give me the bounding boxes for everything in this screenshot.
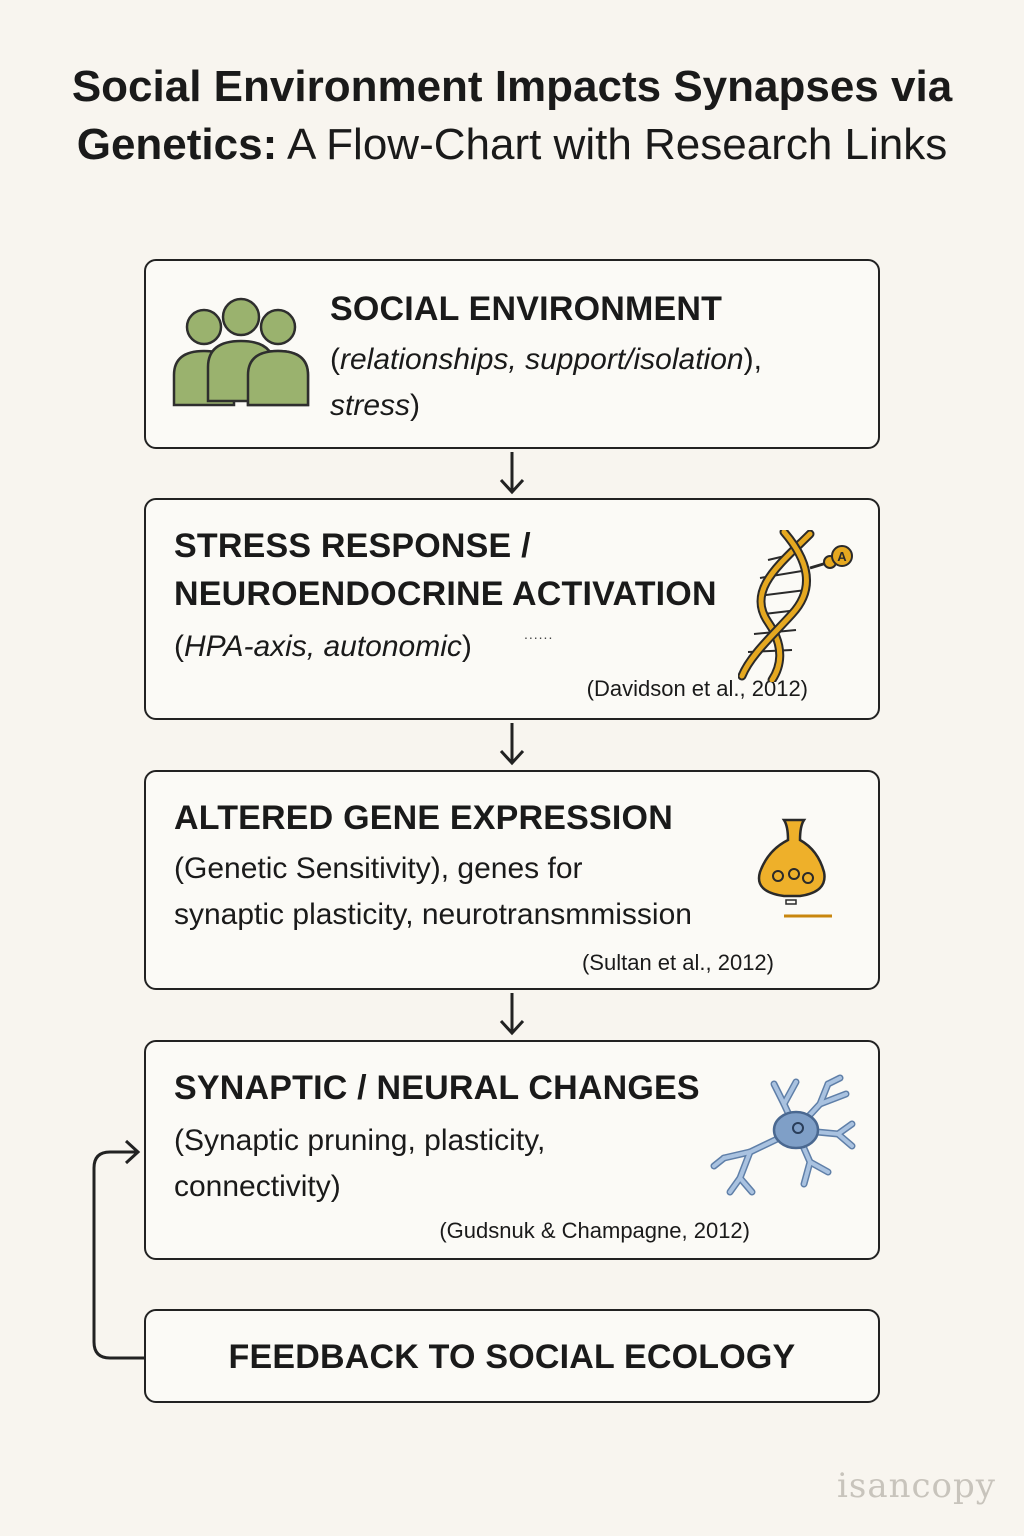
page-title: Social Environment Impacts Synapses via … bbox=[40, 58, 984, 174]
stress-response-heading-line2: NEUROENDOCRINE ACTIVATION bbox=[174, 570, 717, 618]
gene-citation: (Sultan et al., 2012) bbox=[582, 950, 774, 976]
gene-expression-box: ALTERED GENE EXPRESSION (Genetic Sensiti… bbox=[144, 770, 880, 990]
dotted-leader: ...... bbox=[524, 626, 553, 642]
synaptic-changes-detail-line1: (Synaptic pruning, plasticity, bbox=[174, 1118, 545, 1164]
synaptic-changes-box: SYNAPTIC / NEURAL CHANGES (Synaptic prun… bbox=[144, 1040, 880, 1260]
watermark: isancopy bbox=[837, 1466, 996, 1506]
flow-arrow-3 bbox=[496, 991, 528, 1037]
synaptic-citation: (Gudsnuk & Champagne, 2012) bbox=[439, 1218, 750, 1244]
dna-helix-icon: A bbox=[738, 530, 856, 682]
title-normal-part: A Flow-Chart with Research Links bbox=[277, 120, 947, 169]
gene-expression-heading: ALTERED GENE EXPRESSION bbox=[174, 794, 673, 842]
people-group-icon bbox=[166, 297, 316, 409]
gene-expression-detail-line1: (Genetic Sensitivity), genes for bbox=[174, 846, 583, 892]
neuron-icon bbox=[710, 1074, 858, 1200]
social-environment-detail: (relationships, support/isolation),stres… bbox=[330, 337, 870, 429]
synaptic-changes-heading: SYNAPTIC / NEURAL CHANGES bbox=[174, 1064, 700, 1112]
stress-response-detail: (HPA-axis, autonomic) bbox=[174, 624, 472, 670]
feedback-heading: FEEDBACK TO SOCIAL ECOLOGY bbox=[146, 1333, 878, 1381]
flow-arrow-1 bbox=[496, 450, 528, 496]
dna-icon-letter: A bbox=[837, 549, 847, 564]
stress-response-heading-line1: STRESS RESPONSE / bbox=[174, 522, 531, 570]
social-environment-heading: SOCIAL ENVIRONMENT bbox=[330, 285, 722, 333]
social-environment-box: SOCIAL ENVIRONMENT (relationships, suppo… bbox=[144, 259, 880, 449]
flow-arrow-2 bbox=[496, 721, 528, 767]
gene-expression-detail-line2: synaptic plasticity, neurotransmmission bbox=[174, 892, 692, 938]
feedback-loop-arrow bbox=[80, 1130, 150, 1370]
synaptic-changes-detail-line2: connectivity) bbox=[174, 1164, 341, 1210]
synapse-terminal-icon bbox=[750, 816, 840, 928]
stress-response-box: STRESS RESPONSE / NEUROENDOCRINE ACTIVAT… bbox=[144, 498, 880, 720]
feedback-box: FEEDBACK TO SOCIAL ECOLOGY bbox=[144, 1309, 880, 1403]
